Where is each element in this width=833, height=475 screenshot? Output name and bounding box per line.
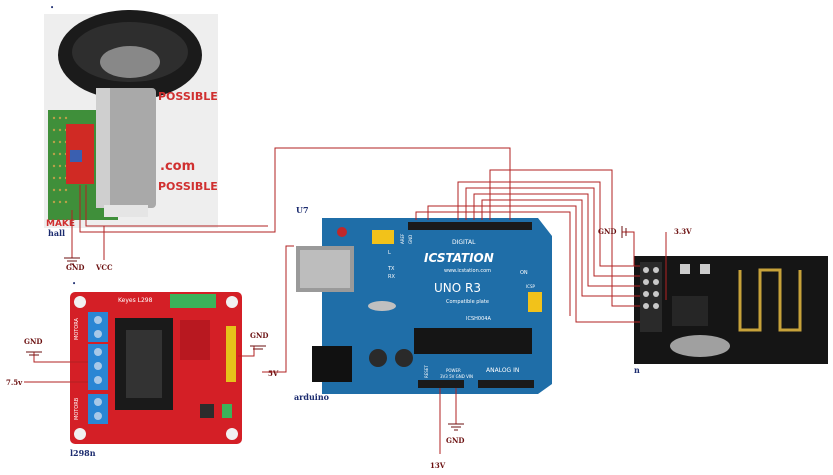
arduino-board: ICSTATION www.icstation.com UNO R3 Compa… [296,218,552,394]
arduino-l: L [388,250,391,256]
watermark-text: POSSIBLE [158,180,218,193]
v-arduino-label: 13V [430,461,446,470]
wires [24,147,667,454]
l298n-label: l298n [70,448,96,458]
arduino-on: ON [520,270,528,276]
watermark-text: POSSIBLE [158,90,218,103]
v-l298-right-label: 5V [268,369,279,378]
motorb-label: MOTORB [74,397,80,420]
motor-photo: POSSIBLE .com POSSIBLE MAKE [44,10,218,229]
arduino-analog: ANALOG IN [486,367,519,374]
u7-label: U7 [296,205,309,215]
arduino-sub: Compatible plate [446,299,489,305]
arduino-tx: TX [387,266,395,272]
nrf24-module [634,256,828,364]
arduino-pins-power: 3V3 5V GND VIN [440,374,473,379]
arduino-reset: RESET [424,365,429,378]
arduino-url: www.icstation.com [444,268,491,274]
l298-title: Keyes L298 [118,297,153,304]
arduino-digital: DIGITAL [452,239,476,246]
nrf-label: n [634,365,640,375]
v-nrf-label: 3.3V [674,227,692,236]
arduino-chip: ICSH004A [466,316,491,322]
gnd-nrf-label: GND [598,227,617,236]
gnd-motor-label: GND [66,263,85,272]
watermark-text: MAKE [46,219,75,229]
arduino-icsp: ICSP [526,284,536,289]
arduino-model: UNO R3 [434,281,481,295]
marker-dot: • [72,280,77,288]
watermark-text: .com [160,159,195,174]
gnd-l298-left-label: GND [24,337,43,346]
ground-symbols [26,226,627,431]
marker-dot: • [50,4,55,12]
arduino-label: arduino [294,392,329,402]
v-l298-left-label: 7.5v [6,378,23,387]
arduino-aref: AREF [400,233,405,244]
arduino-brand: ICSTATION [424,251,494,265]
arduino-gnd: GND [408,235,413,244]
gnd-arduino-label: GND [446,436,465,445]
arduino-rx: RX [388,274,395,280]
motora-label: MOTORA [74,317,80,340]
gnd-l298-right-label: GND [250,331,269,340]
hall-label: hall [48,228,66,238]
l298n-board: Keyes L298 MOTORA MOTORB [70,292,242,444]
vcc-motor-label: VCC [96,263,113,272]
arduino-power: POWER [446,368,461,373]
